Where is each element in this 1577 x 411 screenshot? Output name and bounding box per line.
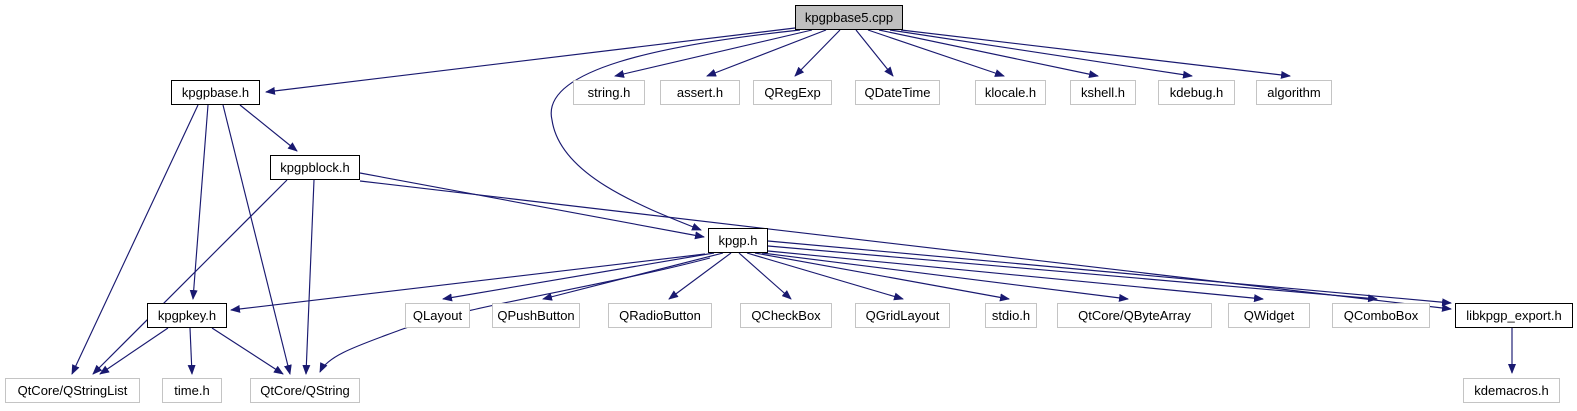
node-kdemacros-h[interactable]: kdemacros.h xyxy=(1463,378,1560,403)
edge-kpgpbase5-cpp-to-kshell-h xyxy=(878,29,1099,79)
node-qtcore-qbytearray[interactable]: QtCore/QByteArray xyxy=(1057,303,1212,328)
edge-kpgpbase-h-to-qtcore-qstringlist xyxy=(71,104,199,375)
node-qregexp[interactable]: QRegExp xyxy=(753,80,832,105)
edge-kpgpkey-h-to-time-h xyxy=(187,327,196,375)
edge-kpgpbase5-cpp-to-kpgp-h xyxy=(550,29,801,231)
edge-kpgp-h-to-qtcore-qbytearray xyxy=(761,252,1129,302)
node-time-h[interactable]: time.h xyxy=(162,378,222,403)
edge-kpgp-h-to-qlayout xyxy=(442,252,715,302)
node-kpgp-h[interactable]: kpgp.h xyxy=(708,228,768,253)
edge-kpgp-h-to-kpgpkey-h xyxy=(230,253,706,313)
node-qlayout[interactable]: QLayout xyxy=(405,303,470,328)
edge-kpgp-h-to-qgridlayout xyxy=(746,252,904,301)
edge-kpgpblock-h-to-libkpgp-export-h xyxy=(359,180,1452,312)
node-qtcore-qstringlist[interactable]: QtCore/QStringList xyxy=(5,378,140,403)
edge-kpgpbase-h-to-qtcore-qstring xyxy=(222,104,292,375)
edge-kpgp-h-to-stdio-h xyxy=(754,252,1010,302)
edge-kpgpbase5-cpp-to-kpgpbase-h xyxy=(265,27,796,95)
node-string-h[interactable]: string.h xyxy=(573,80,645,105)
node-kpgpbase-h[interactable]: kpgpbase.h xyxy=(171,80,260,105)
edge-kpgpkey-h-to-qtcore-qstringlist xyxy=(99,327,169,375)
node-qcombobox[interactable]: QComboBox xyxy=(1332,303,1430,328)
node-stdio-h[interactable]: stdio.h xyxy=(985,303,1037,328)
edge-kpgpkey-h-to-qtcore-qstring xyxy=(211,327,284,375)
node-kshell-h[interactable]: kshell.h xyxy=(1070,80,1136,105)
node-kpgpkey-h[interactable]: kpgpkey.h xyxy=(147,303,227,328)
edge-kpgpbase-h-to-kpgpblock-h xyxy=(239,104,298,152)
node-klocale-h[interactable]: klocale.h xyxy=(975,80,1046,105)
edge-kpgpblock-h-to-kpgp-h xyxy=(359,172,705,240)
edge-kpgpbase5-cpp-to-klocale-h xyxy=(867,29,1005,77)
node-libkpgp-export-h[interactable]: libkpgp_export.h xyxy=(1455,303,1573,328)
node-qdatetime[interactable]: QDateTime xyxy=(855,80,940,105)
edge-kpgp-h-to-libkpgp-export-h xyxy=(767,240,1452,307)
edge-kpgp-h-to-qradiobutton xyxy=(668,252,732,300)
node-qradiobutton[interactable]: QRadioButton xyxy=(608,303,712,328)
node-algorithm[interactable]: algorithm xyxy=(1256,80,1332,105)
edge-kpgpblock-h-to-qtcore-qstringlist xyxy=(92,179,288,375)
node-kpgpblock-h[interactable]: kpgpblock.h xyxy=(270,155,360,180)
edge-kpgpbase5-cpp-to-algorithm xyxy=(900,29,1291,79)
node-qpushbutton[interactable]: QPushButton xyxy=(492,303,580,328)
edge-kpgp-h-to-qwidget xyxy=(767,250,1264,303)
node-kpgpbase5-cpp[interactable]: kpgpbase5.cpp xyxy=(795,5,903,30)
node-qwidget[interactable]: QWidget xyxy=(1228,303,1310,328)
edge-kpgp-h-to-qcombobox xyxy=(767,245,1378,303)
edge-kpgpblock-h-to-qtcore-qstring xyxy=(302,179,315,375)
edge-kpgp-h-to-qcheckbox xyxy=(738,252,792,300)
node-qcheckbox[interactable]: QCheckBox xyxy=(740,303,832,328)
edge-kpgpbase-h-to-kpgpkey-h xyxy=(189,104,209,300)
node-qtcore-qstring[interactable]: QtCore/QString xyxy=(250,378,360,403)
edge-kpgpbase5-cpp-to-kdebug-h xyxy=(889,29,1193,79)
edge-kpgpbase5-cpp-to-qregexp xyxy=(794,29,841,77)
node-qgridlayout[interactable]: QGridLayout xyxy=(855,303,950,328)
node-assert-h[interactable]: assert.h xyxy=(660,80,740,105)
edge-kpgpbase5-cpp-to-string-h xyxy=(614,29,813,78)
edge-kpgpbase5-cpp-to-qdatetime xyxy=(855,29,894,77)
edge-kpgpbase5-cpp-to-assert-h xyxy=(706,29,827,77)
node-kdebug-h[interactable]: kdebug.h xyxy=(1158,80,1235,105)
